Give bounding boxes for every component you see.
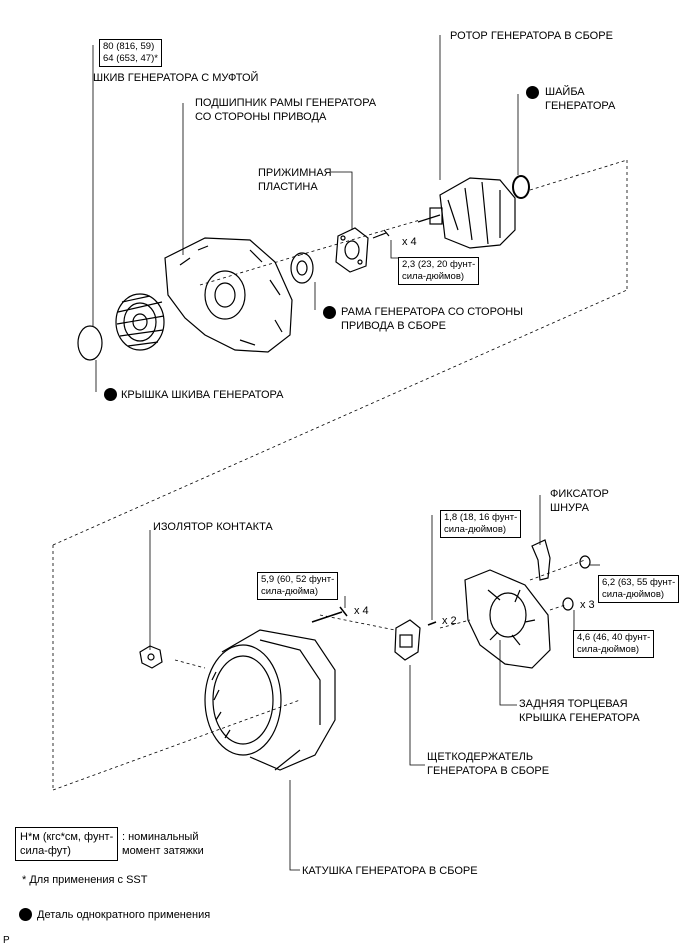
rotor-drawing <box>417 177 516 249</box>
label-rotor: РОТОР ГЕНЕРАТОРА В СБОРЕ <box>450 30 613 42</box>
label-rear-cover-line-1: ЗАДНЯЯ ТОРЦЕВАЯ <box>519 698 628 710</box>
non-reusable-dot-washer <box>526 86 539 99</box>
retainer-plate-drawing <box>335 227 369 273</box>
label-rear-cover-line-2: КРЫШКА ГЕНЕРАТОРА <box>519 712 640 724</box>
qty-bolts: x 4 <box>354 605 369 617</box>
torque-nut1-line-1: 6,2 (63, 55 фунт- <box>602 577 676 588</box>
brush-screw-drawing <box>427 621 437 626</box>
cord-clip-drawing <box>531 539 551 581</box>
brush-holder-drawing <box>394 619 421 661</box>
torque-brush-line-2: сила-дюймов) <box>444 524 507 535</box>
non-reusable-dot-pulley-cap <box>104 388 117 401</box>
legend-sst-note: * Для применения с SST <box>22 874 148 886</box>
corner-mark: P <box>3 935 10 946</box>
legend-unit-line-2: сила-фут) <box>20 845 71 857</box>
qty-brush-screws: x 2 <box>442 615 457 627</box>
rear-end-cover-drawing <box>464 569 551 669</box>
bearing-drawing <box>290 252 314 284</box>
torque-brush-line-1: 1,8 (18, 16 фунт- <box>444 512 518 523</box>
torque-nut2-line-1: 4,6 (46, 40 фунт- <box>577 632 651 643</box>
qty-nuts: x 3 <box>580 599 595 611</box>
non-reusable-dot-drive-frame <box>323 306 336 319</box>
legend-non-reusable-dot <box>19 908 32 921</box>
torque-bolt-box: 5,9 (60, 52 фунт- сила-дюйма) <box>257 572 339 600</box>
torque-nut1-box: 6,2 (63, 55 фунт- сила-дюймов) <box>598 575 680 603</box>
legend-unit-box: Н*м (кгс*см, фунт- сила-фут) <box>15 827 119 861</box>
label-brush-holder-line-1: ЩЕТКОДЕРЖАТЕЛЬ <box>427 751 534 763</box>
label-terminal-insulator: ИЗОЛЯТОР КОНТАКТА <box>153 521 273 533</box>
torque-pulley-line-2: 64 (653, 47)* <box>103 53 158 64</box>
qty-retainer-screws: x 4 <box>402 236 417 248</box>
retainer-screw-drawing <box>372 229 390 239</box>
label-bearing-line-1: ПОДШИПНИК РАМЫ ГЕНЕРАТОРА <box>195 97 377 109</box>
torque-bolt-line-2: сила-дюйма) <box>261 586 318 597</box>
label-drive-frame-line-2: ПРИВОДА В СБОРЕ <box>341 320 446 332</box>
assembly-dashed-lines <box>52 159 628 791</box>
through-bolt-drawing <box>311 606 348 623</box>
label-retainer-line-2: ПЛАСТИНА <box>258 181 318 193</box>
nut-drawing <box>579 555 591 569</box>
torque-nut2-line-2: сила-дюймов) <box>577 644 640 655</box>
legend-unit-desc-line-2: момент затяжки <box>122 845 204 857</box>
leader-lines <box>92 35 600 871</box>
label-cord-clip-line-2: ШНУРА <box>550 502 589 514</box>
pulley-drawing <box>115 293 165 351</box>
legend-unit-desc-line-1: : номинальный <box>122 831 199 843</box>
legend-unit-line-1: Н*м (кгс*см, фунт- <box>20 831 114 843</box>
stator-coil-drawing <box>204 629 336 771</box>
washer-drawing <box>512 175 530 199</box>
torque-retainer-line-2: сила-дюймов) <box>402 271 465 282</box>
terminal-insulator-drawing <box>139 645 163 669</box>
torque-bolt-line-1: 5,9 (60, 52 фунт- <box>261 574 335 585</box>
label-washer-line-1: ШАЙБА <box>545 86 585 98</box>
label-coil: КАТУШКА ГЕНЕРАТОРА В СБОРЕ <box>302 865 478 877</box>
torque-brush-box: 1,8 (18, 16 фунт- сила-дюймов) <box>440 510 522 538</box>
legend-non-reusable: Деталь однократного применения <box>37 909 211 921</box>
label-brush-holder-line-2: ГЕНЕРАТОРА В СБОРЕ <box>427 765 550 777</box>
label-retainer-line-1: ПРИЖИМНАЯ <box>258 167 332 179</box>
label-washer-line-2: ГЕНЕРАТОРА <box>545 100 616 112</box>
pulley-cap-drawing <box>77 325 103 361</box>
nut-drawing-2 <box>562 597 574 611</box>
label-cord-clip-line-1: ФИКСАТОР <box>550 488 609 500</box>
torque-pulley-box: 80 (816, 59) 64 (653, 47)* <box>99 39 162 67</box>
torque-nut1-line-2: сила-дюймов) <box>602 589 665 600</box>
label-drive-frame-line-1: РАМА ГЕНЕРАТОРА СО СТОРОНЫ <box>341 306 523 318</box>
torque-nut2-box: 4,6 (46, 40 фунт- сила-дюймов) <box>573 630 655 658</box>
torque-retainer-line-1: 2,3 (23, 20 фунт- <box>402 259 476 270</box>
torque-pulley-line-1: 80 (816, 59) <box>103 41 155 52</box>
label-pulley-cap: КРЫШКА ШКИВА ГЕНЕРАТОРА <box>121 389 284 401</box>
torque-retainer-box: 2,3 (23, 20 фунт- сила-дюймов) <box>398 257 480 285</box>
label-pulley: ШКИВ ГЕНЕРАТОРА С МУФТОЙ <box>93 72 259 84</box>
drive-frame-drawing <box>164 237 293 353</box>
label-bearing-line-2: СО СТОРОНЫ ПРИВОДА <box>195 111 327 123</box>
